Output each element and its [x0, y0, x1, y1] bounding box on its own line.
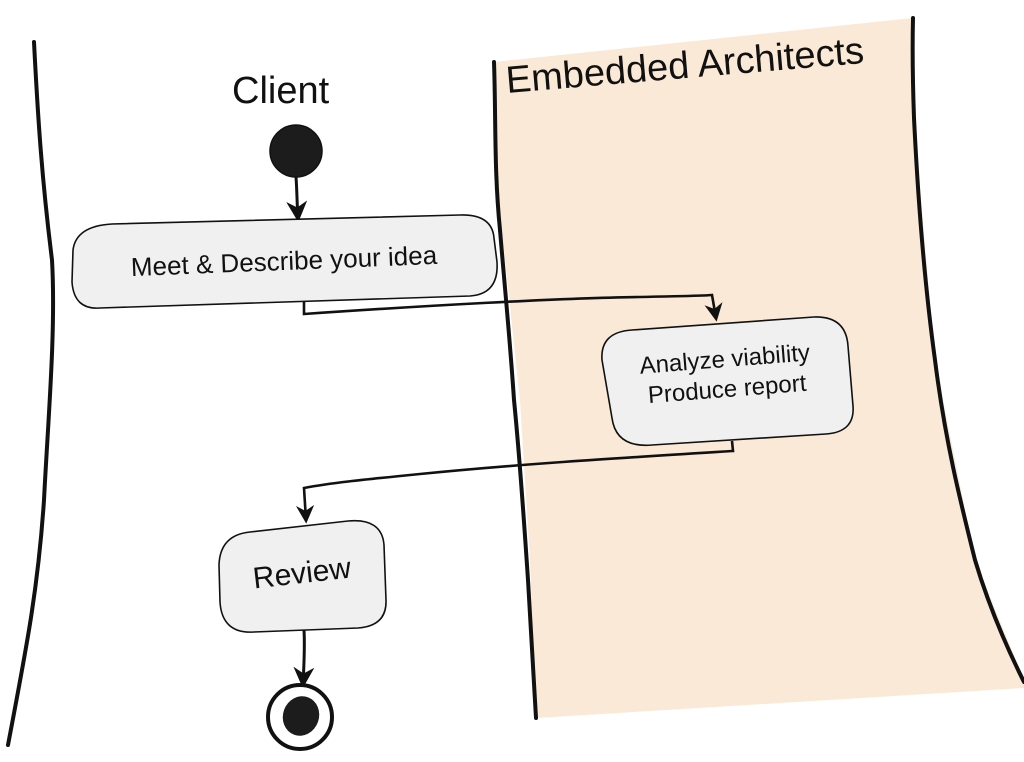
edge-meet-to-analyze	[302, 293, 723, 322]
action-review[interactable]	[218, 519, 387, 633]
action-meet[interactable]	[71, 214, 498, 309]
action-analyze[interactable]	[601, 316, 854, 447]
edge-analyze-to-review	[296, 440, 735, 524]
client-lane-title: Client	[232, 70, 330, 112]
edge-start-to-meet	[286, 176, 308, 223]
start-node	[269, 124, 323, 178]
end-node-core	[282, 696, 320, 736]
client-lane-left-border	[6, 40, 56, 747]
embedded-lane-right-border	[910, 16, 1024, 684]
lane-divider	[492, 60, 538, 720]
edge-review-to-end	[293, 629, 315, 689]
